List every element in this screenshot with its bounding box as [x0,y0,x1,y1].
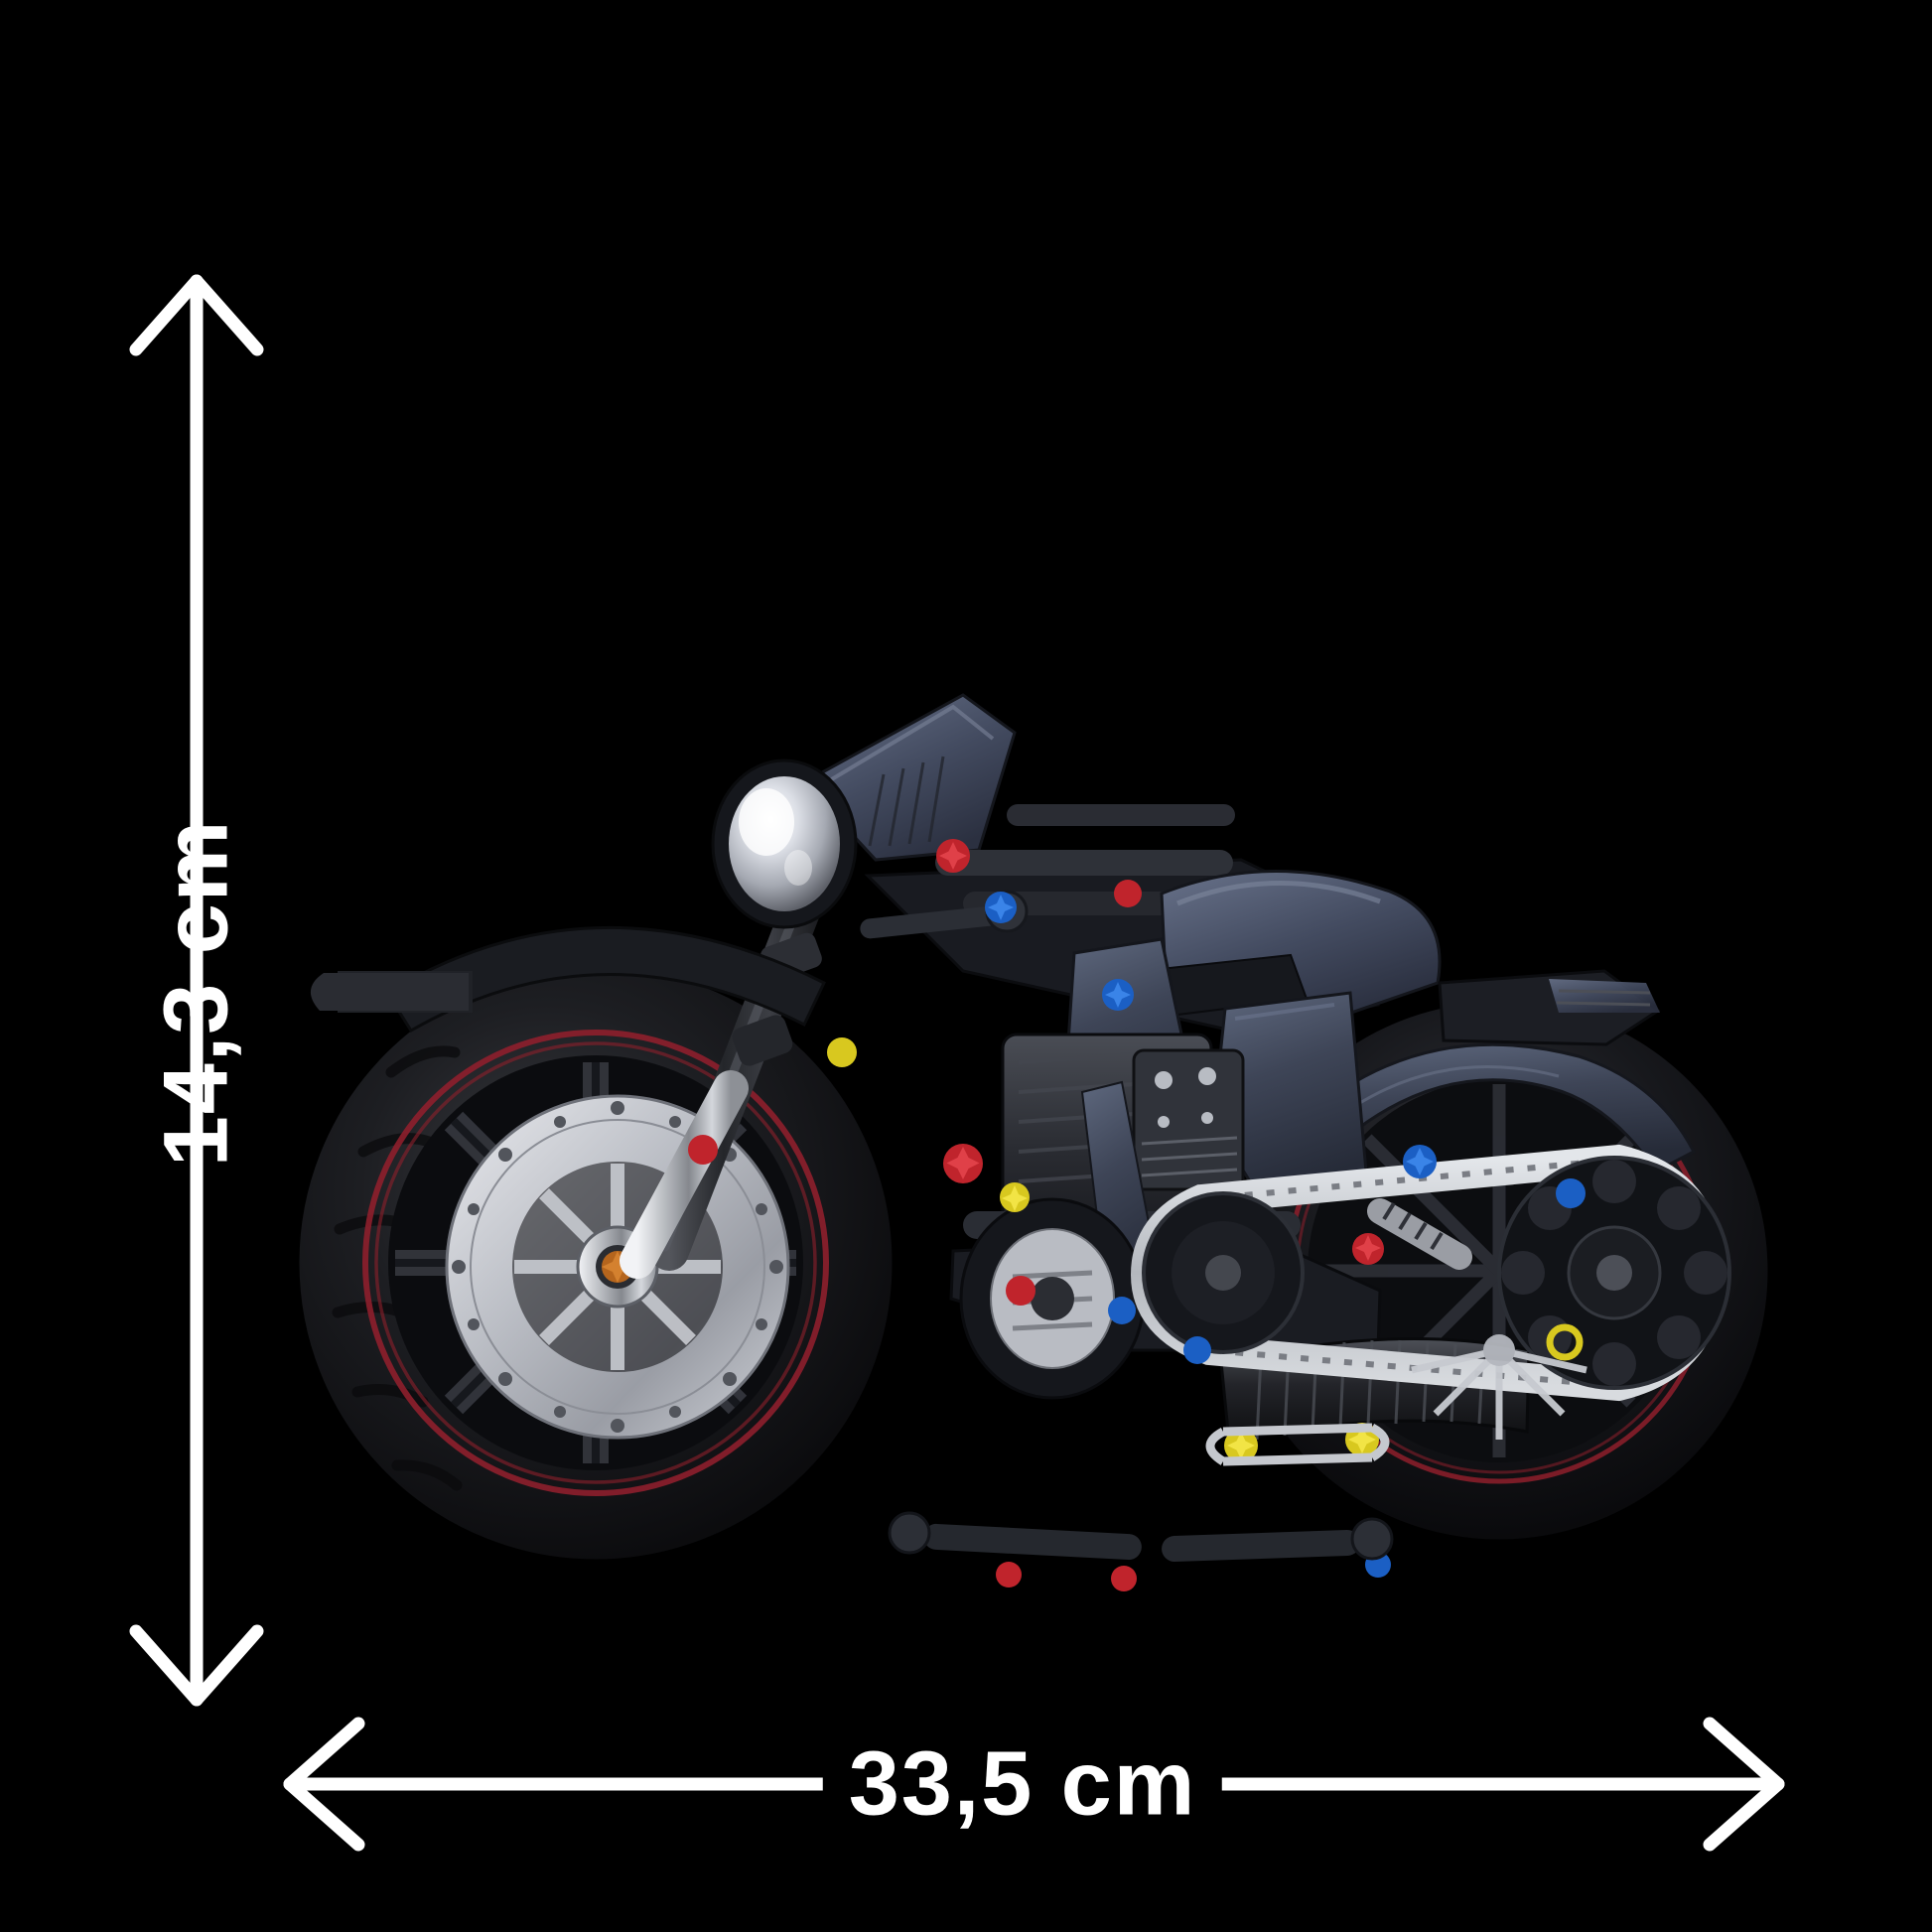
round-headlight [711,759,858,929]
front-fender [310,926,826,1034]
drive-chain [1130,1144,1731,1402]
rear-sprocket [1497,1156,1731,1390]
windscreen-fairing [801,693,1017,862]
chain-tensioner [1367,1198,1472,1270]
cross-axle-pins [688,839,1586,1591]
motorcycle-model-image [268,655,1787,1638]
footpeg-linkage [888,1511,1394,1563]
front-brake-disc [445,1094,790,1440]
height-dimension-label: 14,3 cm [145,818,247,1168]
clutch-cover [959,1197,1146,1400]
front-wheel [296,963,896,1563]
width-dimension-label: 33,5 cm [822,1731,1223,1837]
rear-hub-spokes [1411,1334,1587,1440]
tail-section [1438,969,1661,1046]
front-sprocket [1142,1191,1305,1354]
